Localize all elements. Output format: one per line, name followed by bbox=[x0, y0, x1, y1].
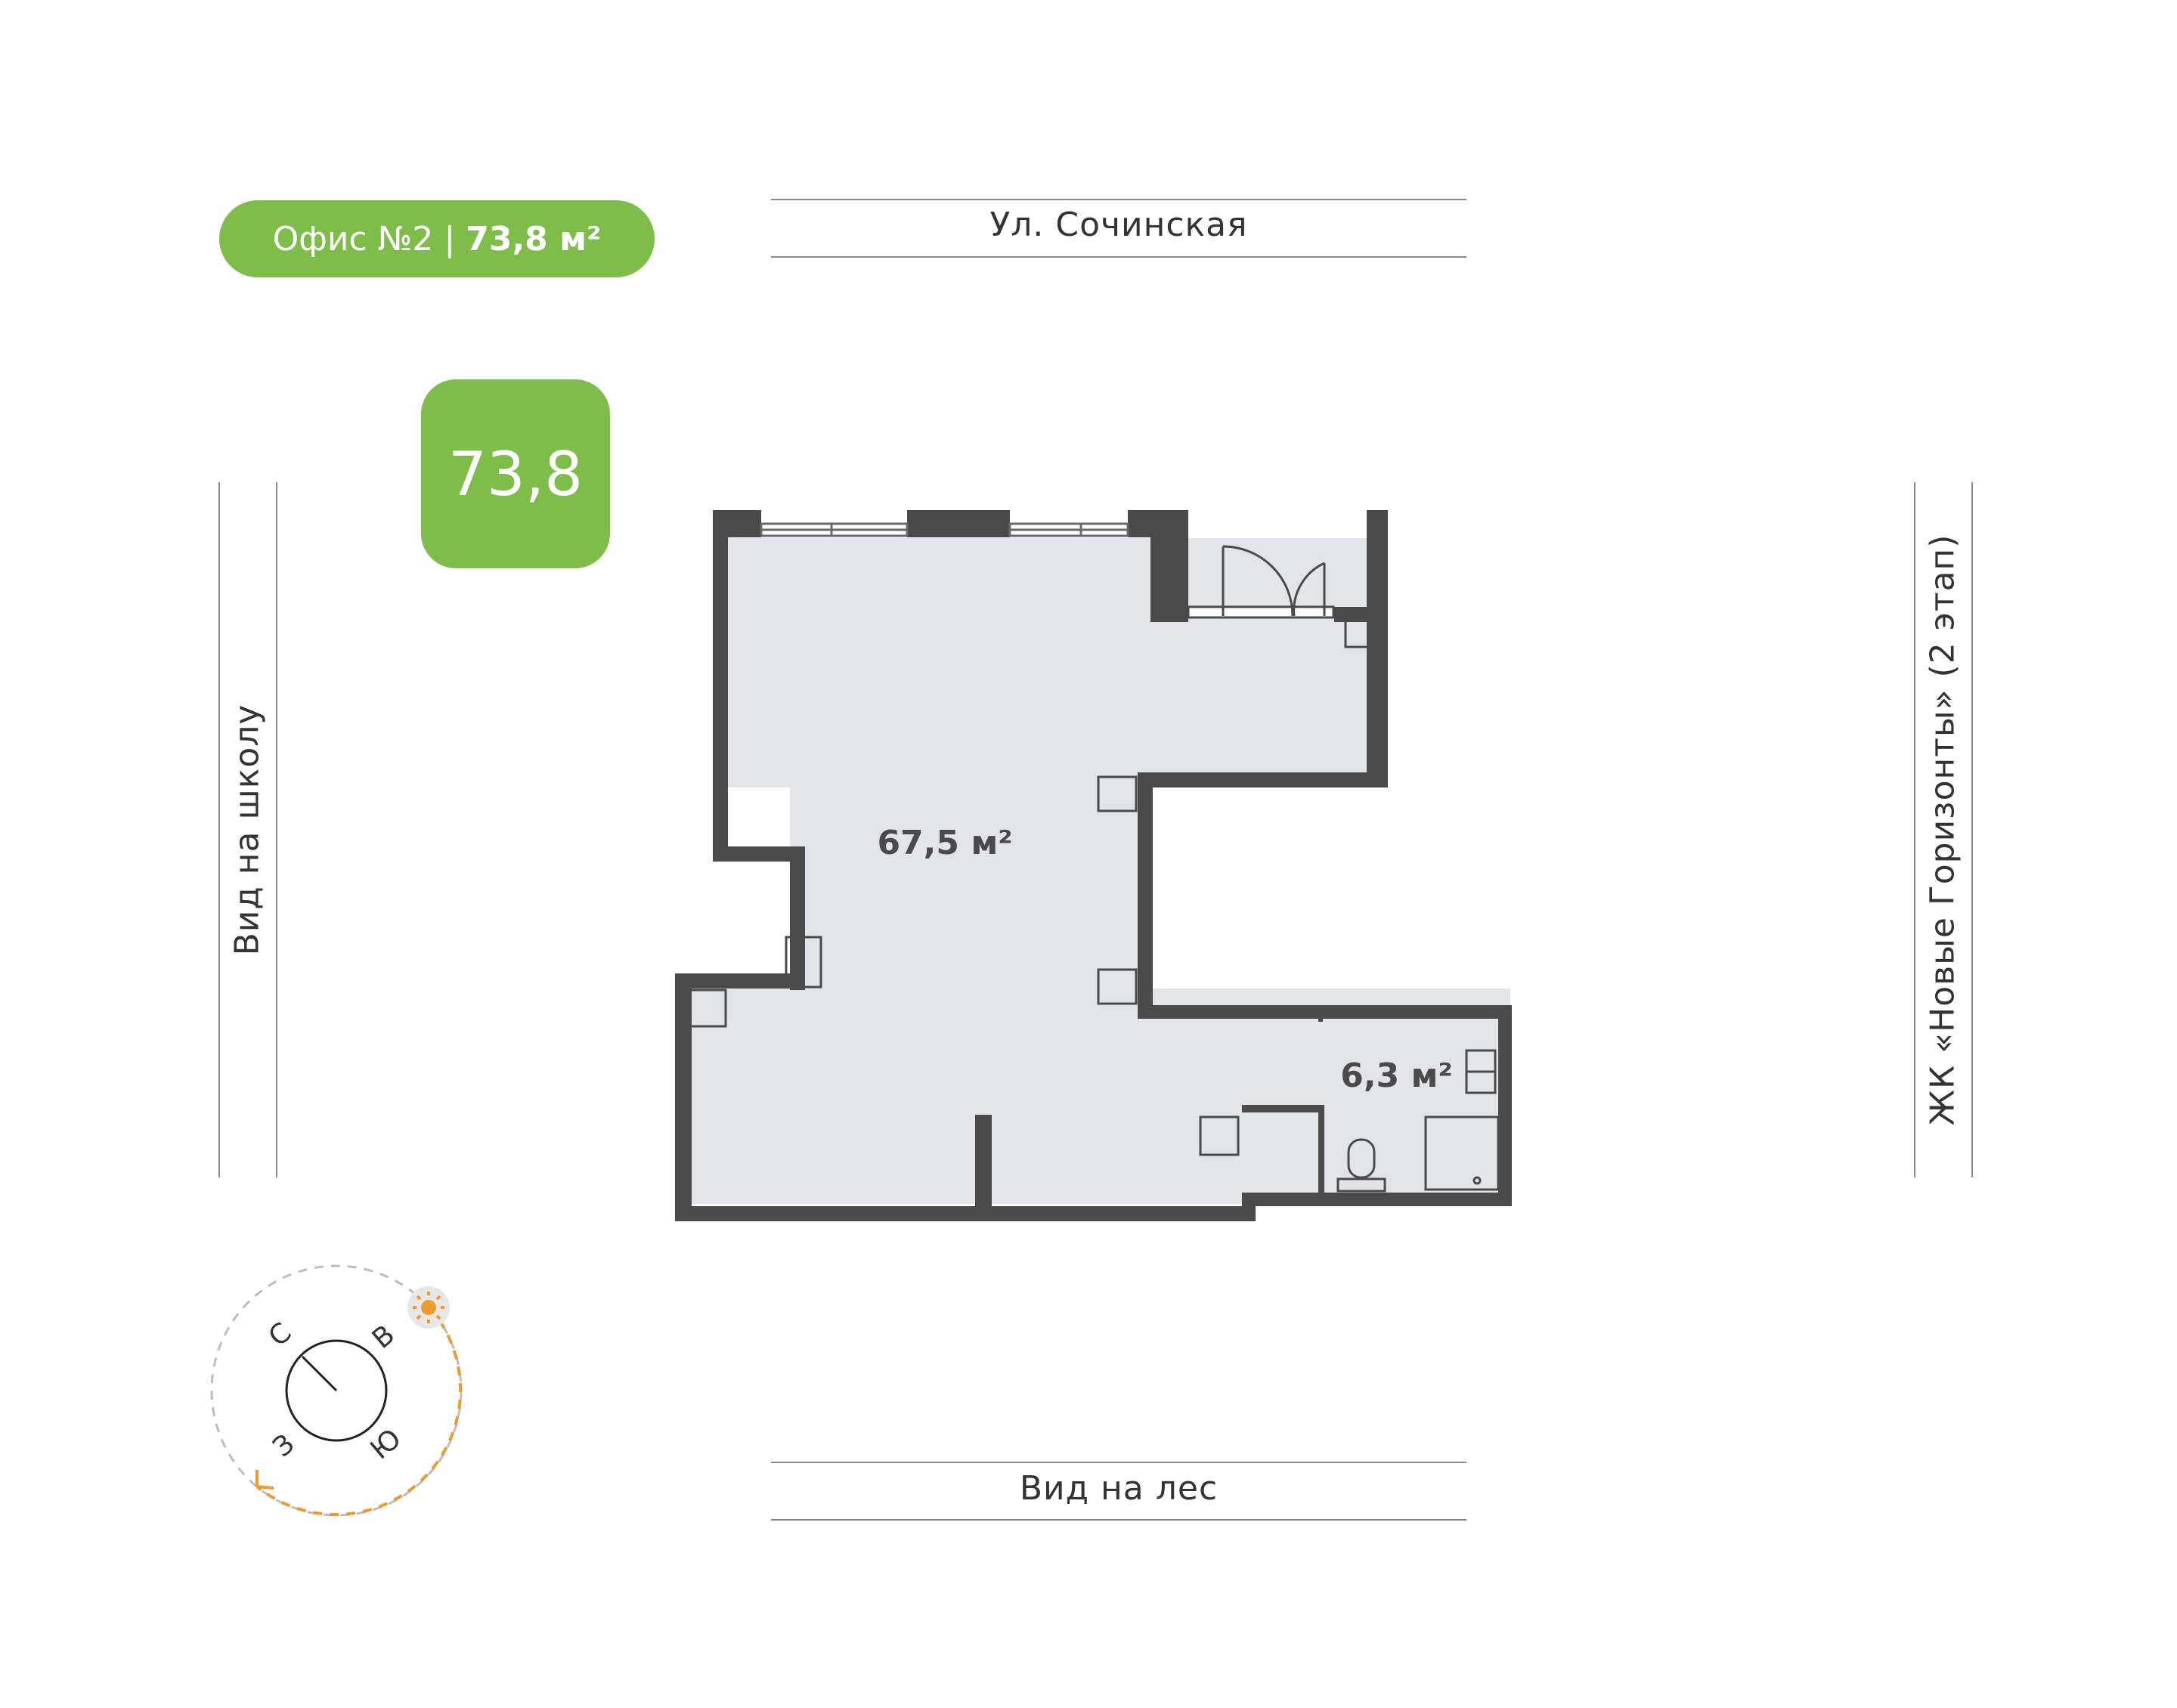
room-area-main: 67,5 м² bbox=[877, 824, 1013, 862]
shower-tray bbox=[1424, 1115, 1500, 1191]
entrance-doors bbox=[1187, 545, 1335, 619]
left-guide-line-outer bbox=[218, 482, 220, 1177]
right-guide-line-outer bbox=[1914, 482, 1915, 1177]
bottom-guide-line-lower bbox=[771, 1519, 1466, 1521]
office-title-pill: Офис №2 | 73,8 м² bbox=[219, 200, 655, 277]
top-guide-line-upper bbox=[771, 199, 1466, 200]
right-view-label: ЖК «Новые Горизонты» (2 этап) bbox=[1923, 534, 1962, 1126]
room-area-bathroom: 6,3 м² bbox=[1340, 1057, 1453, 1095]
floor-area bbox=[692, 538, 1510, 1204]
left-view-label: Вид на школу bbox=[228, 704, 267, 956]
total-area-value: 73,8 bbox=[447, 438, 584, 509]
right-guide-line-inner bbox=[1971, 482, 1973, 1177]
top-view-label: Ул. Сочинская bbox=[989, 206, 1248, 244]
compass-north-label: С bbox=[263, 1317, 298, 1353]
total-area-badge: 73,8 bbox=[421, 379, 610, 568]
columns bbox=[677, 618, 1374, 1156]
toilet-tank bbox=[1336, 1177, 1386, 1193]
office-area: 73,8 м² bbox=[466, 219, 602, 258]
compass-west-label: З bbox=[268, 1428, 301, 1463]
sun-rays bbox=[413, 1292, 444, 1323]
office-label: Офис №2 bbox=[272, 219, 434, 258]
top-windows bbox=[760, 522, 1129, 537]
compass-south-label: Ю bbox=[365, 1423, 407, 1465]
bottom-guide-line-upper bbox=[771, 1462, 1466, 1463]
sink bbox=[1465, 1049, 1497, 1094]
compass-east-label: В bbox=[367, 1320, 401, 1355]
top-guide-line-lower bbox=[771, 256, 1466, 258]
toilet-bowl bbox=[1347, 1138, 1376, 1179]
title-separator: | bbox=[444, 219, 456, 258]
left-guide-line-inner bbox=[276, 482, 277, 1177]
walls bbox=[675, 510, 1512, 1221]
bottom-view-label: Вид на лес bbox=[1019, 1469, 1219, 1508]
sun-icon bbox=[421, 1300, 436, 1315]
compass: С В Ю З bbox=[210, 1264, 463, 1517]
